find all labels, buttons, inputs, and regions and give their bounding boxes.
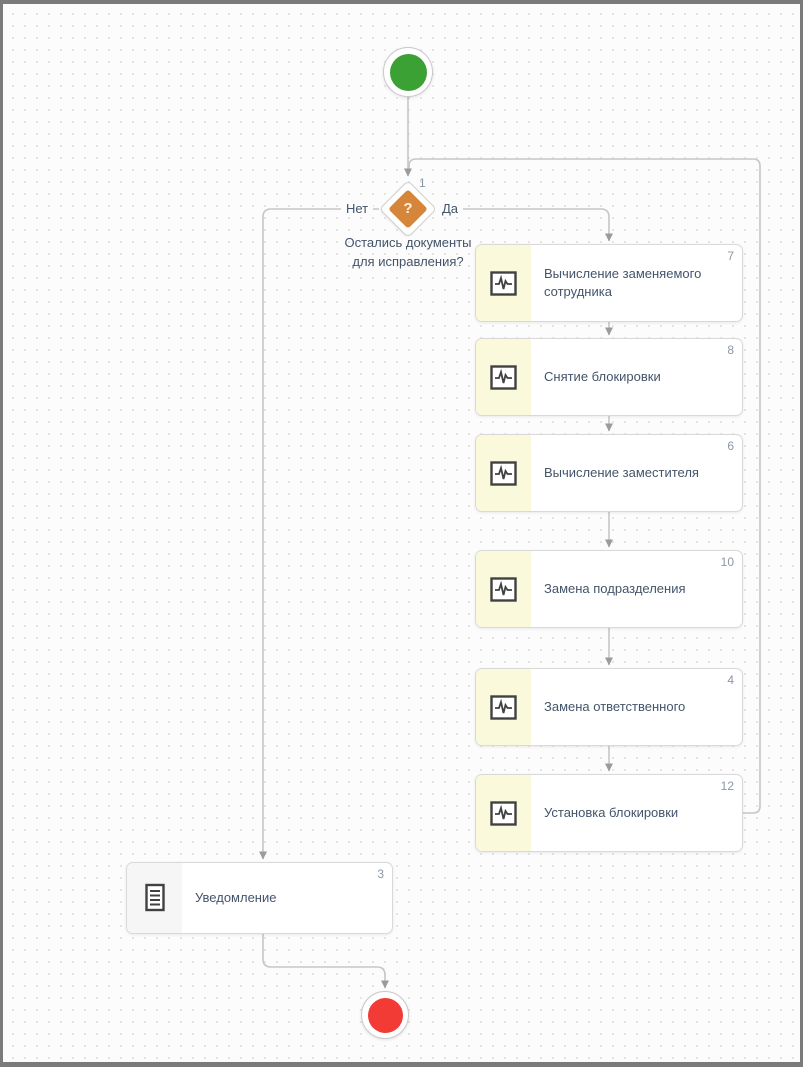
- task-node[interactable]: 6 Вычисление заместителя: [475, 434, 743, 512]
- task-strip: [476, 339, 531, 415]
- task-label: Уведомление: [195, 890, 277, 905]
- task-label: Замена подразделения: [544, 581, 686, 596]
- gateway-label: Остались документы для исправления?: [344, 235, 472, 269]
- task-label: Замена ответственного: [544, 699, 686, 714]
- task-number: 10: [720, 555, 734, 569]
- start-event[interactable]: [383, 47, 433, 97]
- script-icon: [490, 800, 517, 826]
- task-strip: [127, 863, 182, 933]
- task-node[interactable]: 4 Замена ответственного: [475, 668, 743, 746]
- task-node[interactable]: 8 Снятие блокировки: [475, 338, 743, 416]
- task-strip: [476, 435, 531, 511]
- script-icon: [490, 576, 517, 602]
- script-icon: [490, 460, 517, 486]
- task-label: Установка блокировки: [544, 805, 679, 820]
- script-icon: [490, 270, 517, 296]
- task-strip: [476, 775, 531, 851]
- branch-label-yes: Да: [437, 200, 464, 217]
- task-node[interactable]: 10 Замена подразделения: [475, 550, 743, 628]
- task-number: 8: [727, 343, 734, 357]
- gateway-number: 1: [419, 176, 426, 190]
- notification-node[interactable]: 3 Уведомление: [126, 862, 393, 934]
- task-number: 7: [727, 249, 734, 263]
- gateway-node[interactable]: ?: [378, 179, 438, 239]
- script-icon: [490, 694, 517, 720]
- start-event-dot: [389, 53, 427, 91]
- task-label: Снятие блокировки: [544, 369, 661, 384]
- connectors-layer: [259, 97, 761, 989]
- task-number: 12: [720, 779, 734, 793]
- document-icon: [144, 883, 165, 912]
- connector-notification-end[interactable]: [262, 934, 389, 989]
- task-label: Вычисление заменяемого сотрудника: [544, 266, 702, 299]
- end-event[interactable]: [361, 991, 409, 1039]
- branch-label-no: Нет: [341, 200, 374, 217]
- task-number: 4: [727, 673, 734, 687]
- task-strip: [476, 669, 531, 745]
- script-icon: [490, 364, 517, 390]
- task-number: 6: [727, 439, 734, 453]
- task-strip: [476, 245, 531, 321]
- task-number: 3: [377, 867, 384, 881]
- task-strip: [476, 551, 531, 627]
- question-icon: ?: [403, 200, 413, 218]
- task-node[interactable]: 12 Установка блокировки: [475, 774, 743, 852]
- task-label: Вычисление заместителя: [544, 465, 699, 480]
- task-node[interactable]: 7 Вычисление заменяемого сотрудника: [475, 244, 743, 322]
- connector-no[interactable]: [259, 208, 379, 860]
- end-event-dot: [367, 997, 403, 1033]
